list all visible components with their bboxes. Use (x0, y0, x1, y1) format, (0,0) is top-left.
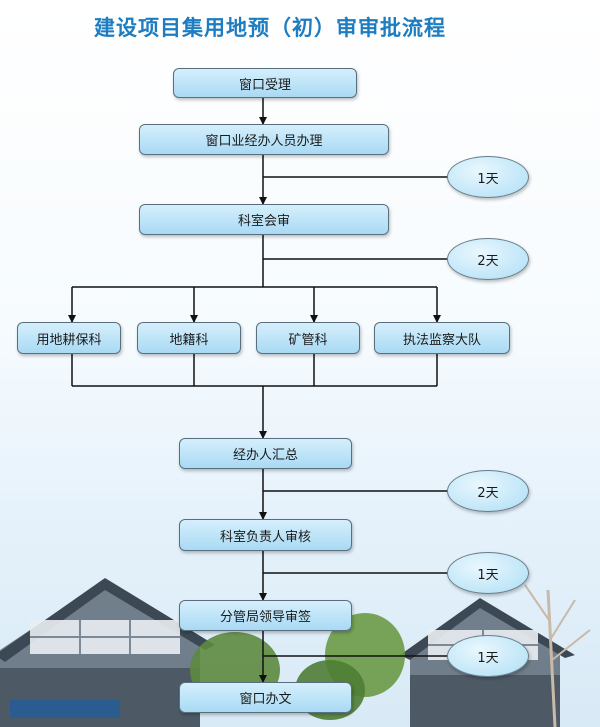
duration-after-leader-sign: 1天 (447, 635, 529, 677)
step-label: 窗口业经办人员办理 (205, 134, 323, 149)
step-label: 科室会审 (237, 214, 290, 229)
department-label: 执法监察大队 (402, 332, 481, 348)
page-title: 建设项目集用地预（初）审审批流程 (94, 16, 446, 40)
step-label: 科室负责人审核 (219, 529, 311, 545)
department-mining: 矿管科 (256, 322, 360, 354)
duration-label: 2天 (477, 253, 499, 269)
duration-after-review: 2天 (447, 238, 529, 280)
duration-label: 1天 (477, 171, 499, 187)
step-department-review: 科室会审 (139, 204, 389, 235)
department-label: 矿管科 (288, 332, 328, 348)
duration-after-handle: 1天 (447, 156, 529, 198)
step-window-issue: 窗口办文 (179, 682, 352, 713)
department-label: 地籍科 (169, 332, 209, 348)
step-window-accept: 窗口受理 (173, 68, 357, 98)
duration-label: 1天 (477, 567, 499, 583)
duration-label: 2天 (477, 485, 499, 501)
duration-after-summary: 2天 (447, 470, 529, 512)
step-leader-sign: 分管局领导审签 (179, 600, 352, 631)
step-window-handle: 窗口业经办人员办理 (139, 124, 389, 155)
step-label: 窗口办文 (239, 692, 292, 707)
step-label: 窗口受理 (238, 77, 291, 93)
department-land-protection: 用地耕保科 (17, 322, 121, 354)
step-label: 经办人汇总 (232, 448, 298, 463)
step-label: 分管局领导审签 (219, 610, 311, 625)
step-handler-summary: 经办人汇总 (179, 438, 352, 469)
duration-after-head-review: 1天 (447, 552, 529, 594)
step-head-review: 科室负责人审核 (179, 519, 352, 551)
department-label: 用地耕保科 (36, 332, 102, 348)
department-enforcement: 执法监察大队 (374, 322, 510, 354)
department-cadastral: 地籍科 (137, 322, 241, 354)
duration-label: 1天 (477, 650, 499, 666)
